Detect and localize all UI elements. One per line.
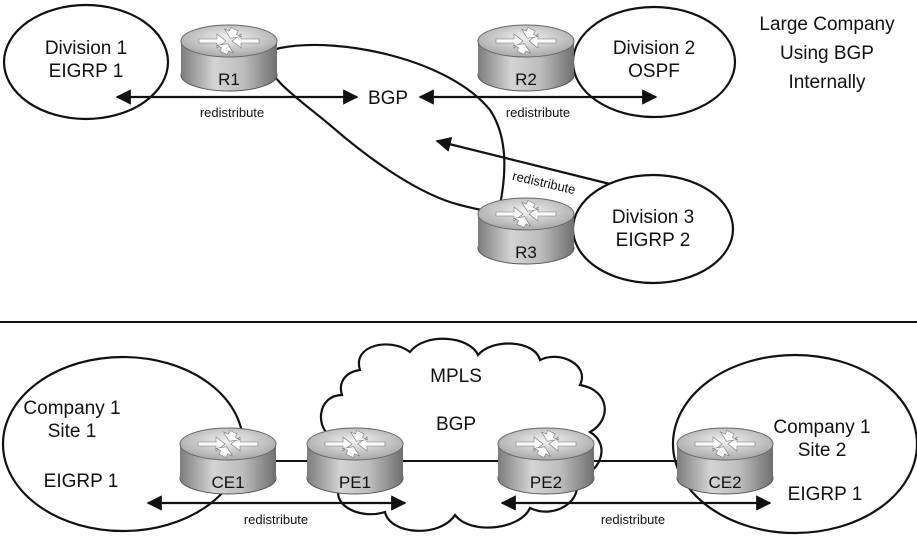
bgp-label-bottom: BGP [436,414,476,435]
company-site2-ellipse [671,353,917,535]
redistribute-label-right: redistribute [506,105,570,120]
router-r3-label: R3 [515,243,537,262]
division1-ellipse [2,3,170,121]
division3-ellipse [571,173,735,285]
redistribute-label-bottom-left: redistribute [244,512,308,527]
bgp-label-top: BGP [368,88,408,109]
router-pe2-label: PE2 [530,473,562,492]
eigrp-left-label: EIGRP 1 [44,471,119,492]
bottom-diagram: CE1 PE1 PE2 CE2 Company 1 Site 1 EIGRP 1… [1,337,917,535]
division2-line2: OSPF [628,61,680,82]
division3-line2: EIGRP 2 [616,230,691,251]
company-site2-line2: Site 2 [798,440,847,461]
top-diagram: R1 R2 R3 Division 1 EIGRP 1 Division 2 O… [2,3,895,285]
redistribute-label-left: redistribute [200,105,264,120]
company-site1-line1: Company 1 [23,398,120,419]
redistribute-arrow-d3-bgp [435,136,611,186]
mpls-label: MPLS [430,366,482,387]
bgp-domain-shape [266,43,506,212]
router-pe1-label: PE1 [339,473,371,492]
title-line2: Using BGP [780,43,874,64]
router-r1-label: R1 [218,70,240,89]
division2-line1: Division 2 [613,38,695,59]
title-line1: Large Company [759,14,895,35]
division1-line1: Division 1 [45,38,127,59]
eigrp-right-label: EIGRP 1 [788,484,863,505]
title-line3: Internally [788,72,866,93]
router-ce2-label: CE2 [708,473,741,492]
router-ce1-label: CE1 [211,473,244,492]
division3-line1: Division 3 [612,207,694,228]
router-r2-label: R2 [515,70,537,89]
company-site1-line2: Site 1 [48,421,97,442]
division1-line2: EIGRP 1 [49,61,124,82]
redistribute-label-bottom-right: redistribute [601,512,665,527]
company-site2-line1: Company 1 [773,417,870,438]
